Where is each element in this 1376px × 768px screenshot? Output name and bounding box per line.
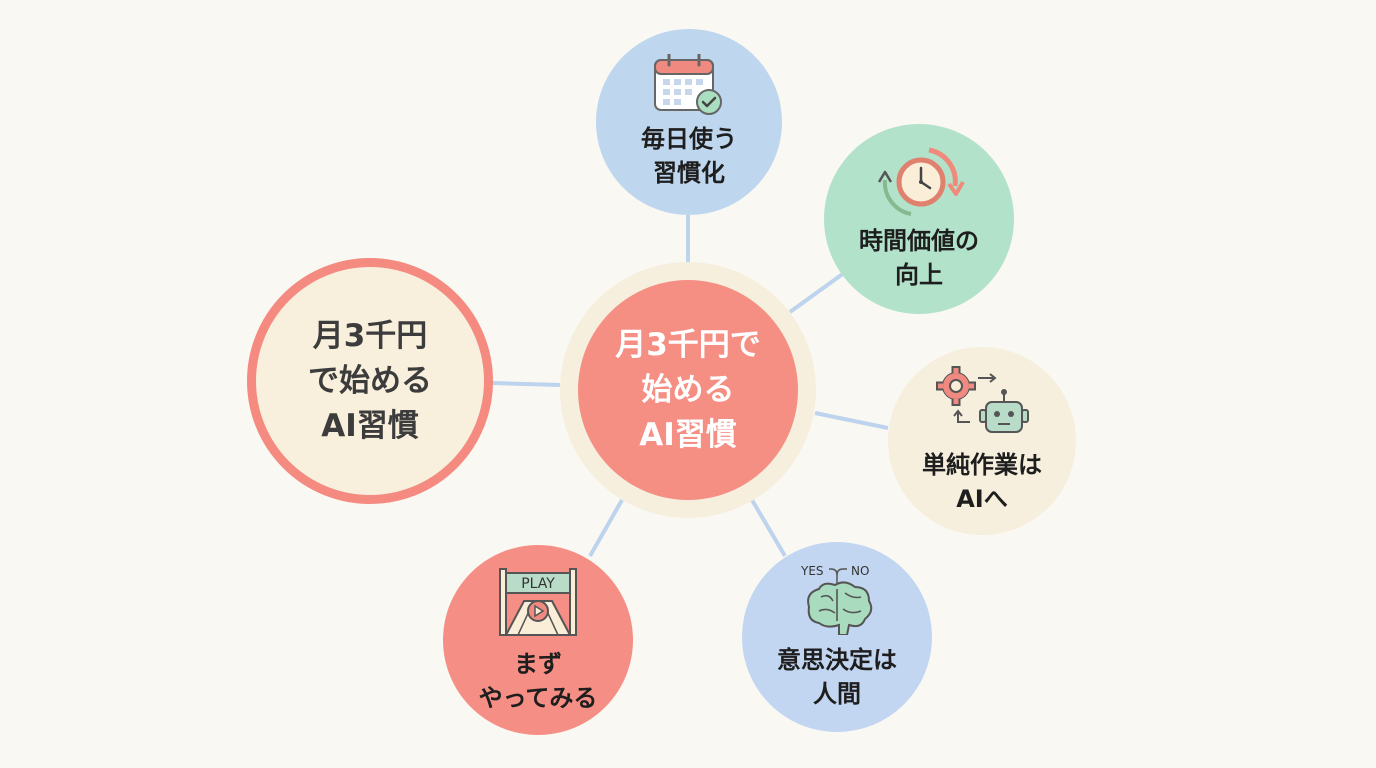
node-simple-label: 単純作業は AIへ	[922, 451, 1042, 513]
yes-tag: YES	[800, 564, 824, 578]
left-title-label: 月3千円 で始める AI習慣	[308, 317, 432, 444]
left-title-node: 月3千円 で始める AI習慣	[247, 258, 493, 504]
node-time-label: 時間価値の 向上	[859, 227, 979, 289]
brain-icon: YES NO	[800, 564, 873, 635]
clock-cycle-icon	[877, 147, 965, 216]
connector-try	[588, 499, 624, 557]
center-label: 月3千円で 始める AI習慣	[615, 326, 761, 453]
node-daily-habit: 毎日使う 習慣化	[596, 29, 782, 215]
node-decision-human: YES NO 意思決定は 人間	[742, 542, 932, 732]
play-start-icon: PLAY	[499, 568, 577, 636]
calendar-check-icon	[654, 54, 722, 115]
node-time-value: 時間価値の 向上	[824, 124, 1014, 314]
connector-decision	[750, 498, 787, 558]
connector-left	[492, 381, 561, 387]
connector-time	[788, 271, 846, 314]
no-tag: NO	[851, 564, 869, 578]
node-try-first: PLAY まず やってみる	[443, 545, 633, 735]
play-tag: PLAY	[521, 576, 555, 592]
node-daily-label: 毎日使う 習慣化	[641, 125, 737, 187]
node-decision-label: 意思決定は 人間	[777, 646, 897, 708]
connector-simple	[814, 411, 889, 430]
gear-robot-icon	[936, 366, 1029, 433]
center-node: 月3千円で 始める AI習慣	[578, 280, 798, 500]
node-simple-tasks: 単純作業は AIへ	[888, 347, 1076, 535]
node-try-label: まず やってみる	[478, 650, 598, 712]
